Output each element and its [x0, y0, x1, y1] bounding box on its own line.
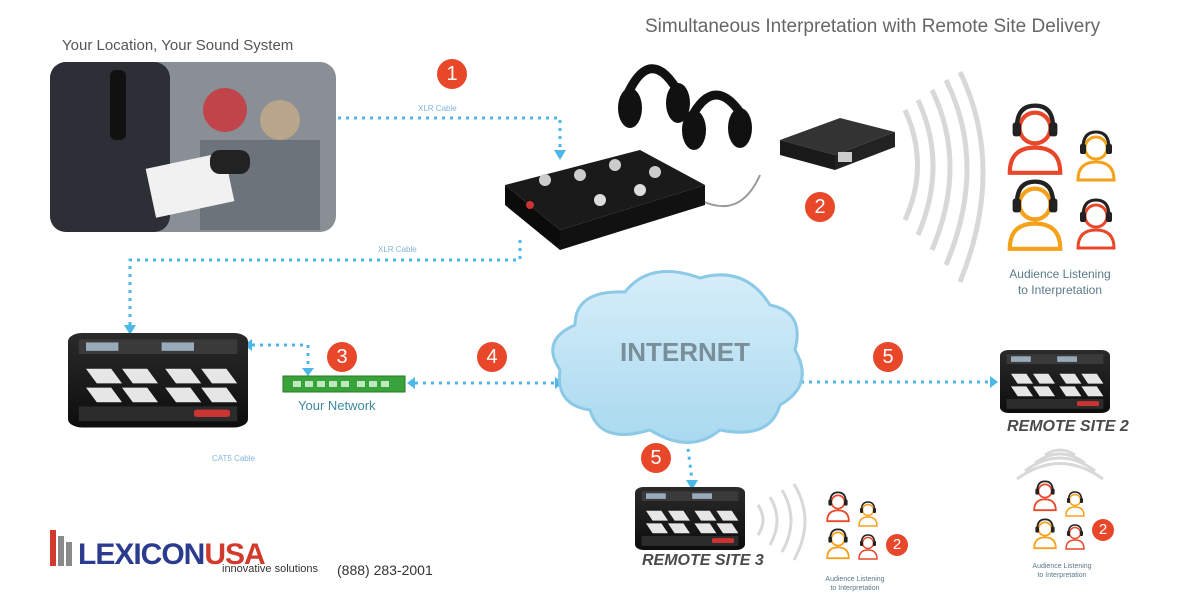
cat5-cable-label: CAT5 Cable — [212, 454, 255, 463]
remote-site-2-label: REMOTE SITE 2 — [1007, 418, 1129, 435]
signal-waves-remote-2 — [1016, 448, 1104, 481]
step-badge-1: 1 — [437, 59, 467, 89]
audience-remote-3-line-2: to Interpretation — [830, 585, 880, 592]
network-label: Your Network — [298, 398, 376, 413]
xlr-cable-label-top: XLR Cable — [418, 104, 457, 113]
cloud-icon — [551, 270, 804, 444]
logo-tagline: innovative solutions — [222, 563, 319, 575]
step-badge-2-remote-3: 2 — [886, 534, 908, 556]
network-switch-icon — [282, 375, 406, 393]
audience-main-label: Audience Listening to Interpretation — [1000, 266, 1120, 298]
signal-waves-remote-3 — [756, 483, 807, 561]
phone-number: (888) 283-2001 — [337, 562, 433, 578]
step-badge-4: 4 — [477, 342, 507, 372]
internet-label: INTERNET — [620, 337, 750, 367]
speaker-photo — [50, 62, 336, 232]
diagram-title: Simultaneous Interpretation with Remote … — [645, 16, 1101, 37]
audience-remote-3 — [826, 491, 878, 560]
rack-unit-remote-2 — [1000, 350, 1110, 413]
logo-lexicon: LEXICON — [78, 538, 205, 571]
step-badge-2: 2 — [805, 192, 835, 222]
step-badge-3: 3 — [327, 342, 357, 372]
audience-main-line-2: to Interpretation — [1017, 283, 1103, 297]
step-badge-2-remote-2: 2 — [1092, 519, 1114, 541]
audience-remote-2 — [1033, 480, 1085, 550]
audience-remote-2-label: Audience Listening to Interpretation — [1022, 562, 1102, 580]
interpreter-console-icon — [505, 150, 705, 250]
audience-remote-2-line-1: Audience Listening — [1032, 563, 1092, 570]
signal-waves-icon — [902, 70, 986, 283]
audience-main — [1010, 106, 1116, 249]
rack-unit-icon — [68, 333, 248, 428]
headset-cups — [618, 83, 752, 150]
audience-remote-3-label: Audience Listening to Interpretation — [815, 575, 895, 593]
step-badge-5-right: 5 — [873, 342, 903, 372]
logo-usa: USA — [204, 538, 265, 571]
transmitter-icon — [780, 118, 895, 170]
remote-site-3-label: REMOTE SITE 3 — [642, 552, 764, 569]
company-logo: LEXICONUSA — [78, 538, 266, 572]
audience-remote-2-line-2: to Interpretation — [1037, 572, 1087, 579]
xlr-cable-label-mid: XLR Cable — [378, 245, 417, 254]
audience-remote-3-line-1: Audience Listening — [825, 576, 885, 583]
logo-bars-icon — [50, 530, 72, 566]
step-badge-5-bottom: 5 — [641, 443, 671, 473]
audience-main-line-1: Audience Listening — [1009, 267, 1111, 281]
rack-unit-remote-3 — [635, 487, 745, 550]
location-title: Your Location, Your Sound System — [62, 37, 294, 54]
